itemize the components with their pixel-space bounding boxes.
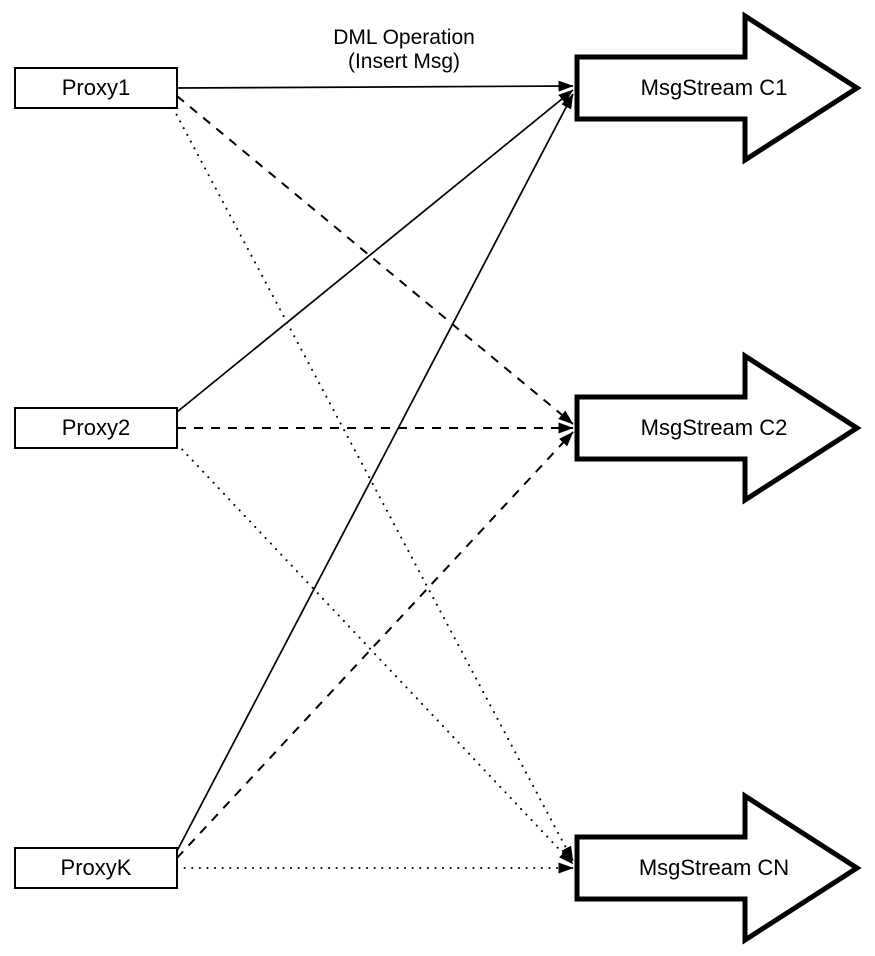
edge-proxyk-c2-dashed [176, 431, 574, 859]
title-annotation: DML Operation (Insert Msg) [333, 26, 475, 73]
proxyk-box [14, 847, 178, 889]
node-msgstream-cn: MsgStream CN [574, 791, 862, 945]
edge-proxy2-cn-dotted [176, 443, 574, 865]
title-line2: (Insert Msg) [348, 50, 460, 73]
msgstream-cn-arrow-shape [574, 791, 862, 945]
edges-group [172, 80, 574, 874]
msgstream-cn-label: MsgStream CN [639, 855, 789, 880]
msgstream-c1-label: MsgStream C1 [641, 75, 788, 100]
proxy2-label: Proxy2 [62, 415, 130, 440]
msgstream-nodes-group: MsgStream C1 MsgStream C2 MsgStream CN [574, 11, 862, 945]
edge-proxy1-c2-dashed [176, 95, 574, 425]
edge-proxyk-c1-solid [176, 93, 574, 852]
msgstream-c2-label: MsgStream C2 [641, 415, 788, 440]
node-proxyk: ProxyK [14, 847, 178, 889]
proxyk-label: ProxyK [61, 855, 132, 880]
node-proxy1: Proxy1 [14, 67, 178, 109]
msgstream-c2-arrow-shape [574, 351, 862, 505]
edge-proxy2-c1-solid [176, 89, 574, 413]
proxy1-label: Proxy1 [62, 75, 130, 100]
proxy2-box [14, 407, 178, 449]
msgstream-c1-arrow-shape [574, 11, 862, 165]
node-proxy2: Proxy2 [14, 407, 178, 449]
proxy-nodes-group: Proxy1 Proxy2 ProxyK [14, 67, 178, 889]
proxy1-box [14, 67, 178, 109]
node-msgstream-c1: MsgStream C1 [574, 11, 862, 165]
edge-proxy1-c1-solid [176, 80, 574, 92]
edge-proxy1-cn-dotted [172, 107, 574, 862]
title-line1: DML Operation [333, 26, 475, 49]
node-msgstream-c2: MsgStream C2 [574, 351, 862, 505]
